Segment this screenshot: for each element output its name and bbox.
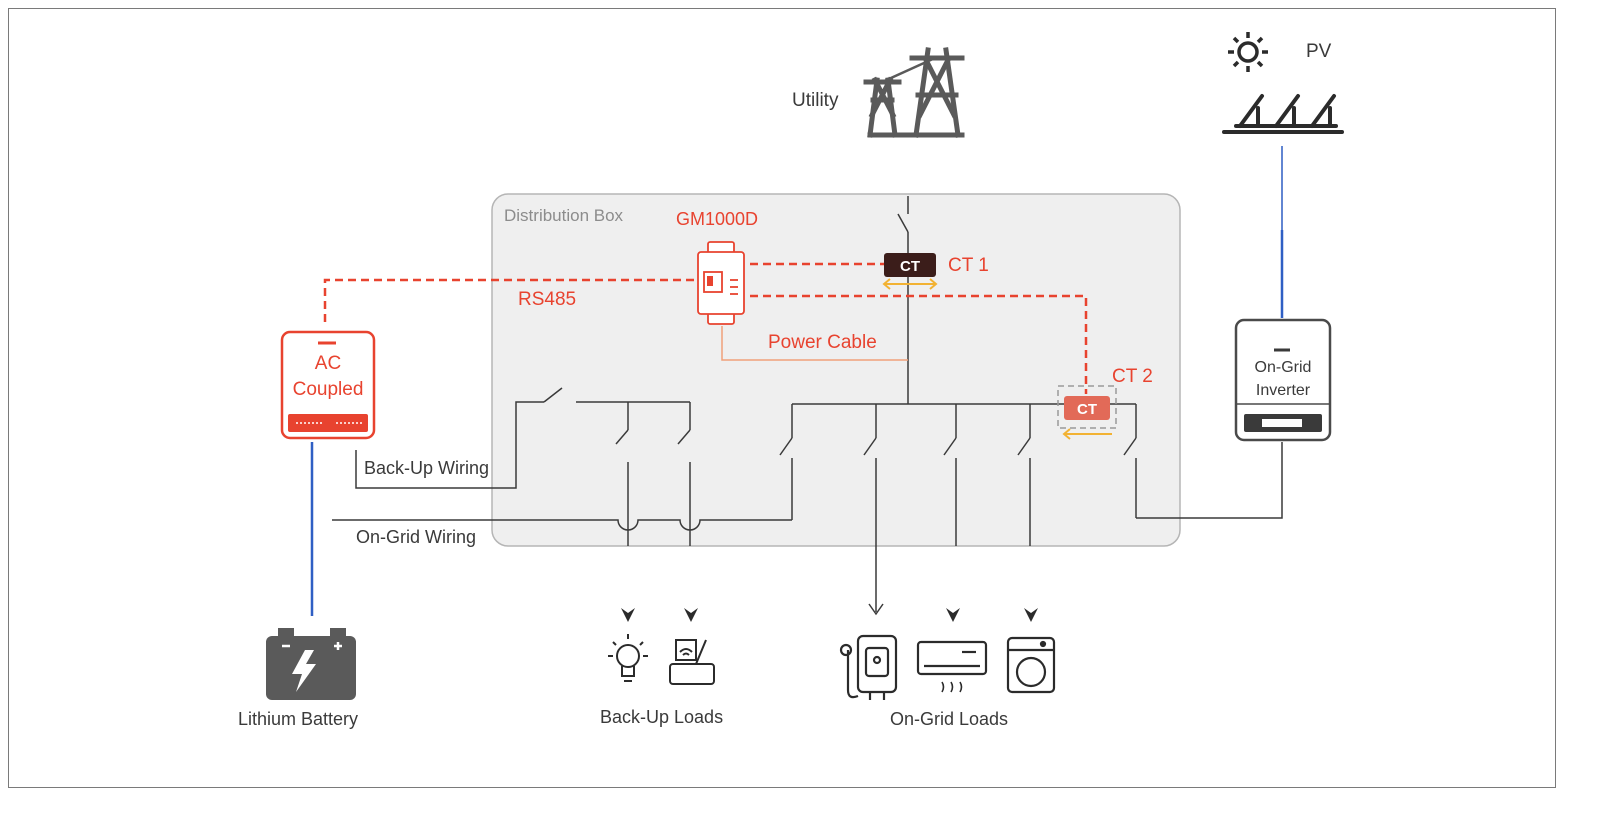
ct2-badge-label: CT	[1077, 401, 1097, 418]
lithium-battery-label: Lithium Battery	[238, 709, 359, 729]
on-grid-wiring-label: On-Grid Wiring	[356, 527, 477, 547]
ct1-arrow	[882, 278, 938, 290]
light-bulb-icon	[608, 634, 648, 682]
meter-label: GM1000D	[676, 209, 759, 229]
power-cable-label: Power Cable	[768, 332, 877, 353]
diagram-frame	[8, 8, 1556, 788]
ct2-arrow	[1062, 428, 1112, 440]
rs485-label: RS485	[518, 289, 577, 310]
ct2-badge	[1064, 396, 1110, 420]
backup-load-arrows	[621, 608, 698, 622]
on-grid-load-arrows	[946, 608, 1038, 622]
ac-coupled-label-line1: AC	[314, 353, 342, 374]
on-grid-inverter-label-line1: On-Grid	[1254, 359, 1312, 376]
ct1-badge-label: CT	[900, 258, 920, 275]
power-cable-line	[721, 326, 908, 361]
distribution-box	[491, 193, 1181, 547]
utility-label: Utility	[792, 90, 839, 111]
water-heater-icon	[839, 634, 898, 700]
meter-icon	[697, 241, 745, 325]
ct2-label: CT 2	[1112, 366, 1153, 387]
ct1-badge	[884, 253, 936, 277]
rs485-comm-lines	[323, 262, 1088, 394]
washing-machine-icon	[1006, 636, 1056, 694]
utility-tower-icon	[863, 47, 965, 138]
ct1-label: CT 1	[948, 255, 989, 276]
on-grid-inverter-label-line2: Inverter	[1255, 382, 1311, 399]
on-grid-breakers	[779, 404, 1283, 616]
on-grid-wiring-line	[332, 519, 792, 531]
router-icon	[669, 639, 715, 685]
backup-loads-label: Back-Up Loads	[600, 707, 724, 727]
solar-panel-icon	[1222, 94, 1344, 134]
sun-icon	[1228, 32, 1268, 72]
on-grid-loads-label: On-Grid Loads	[890, 709, 1009, 729]
distribution-box-label: Distribution Box	[504, 206, 624, 225]
backup-wiring-label: Back-Up Wiring	[364, 458, 490, 478]
ac-coupled-inverter	[280, 330, 376, 440]
pv-label: PV	[1306, 41, 1332, 62]
on-grid-inverter	[1234, 318, 1332, 442]
air-conditioner-icon	[916, 640, 988, 693]
battery-icon	[266, 628, 356, 700]
ac-coupled-label-line2: Coupled	[292, 379, 364, 400]
backup-breakers	[355, 387, 691, 546]
